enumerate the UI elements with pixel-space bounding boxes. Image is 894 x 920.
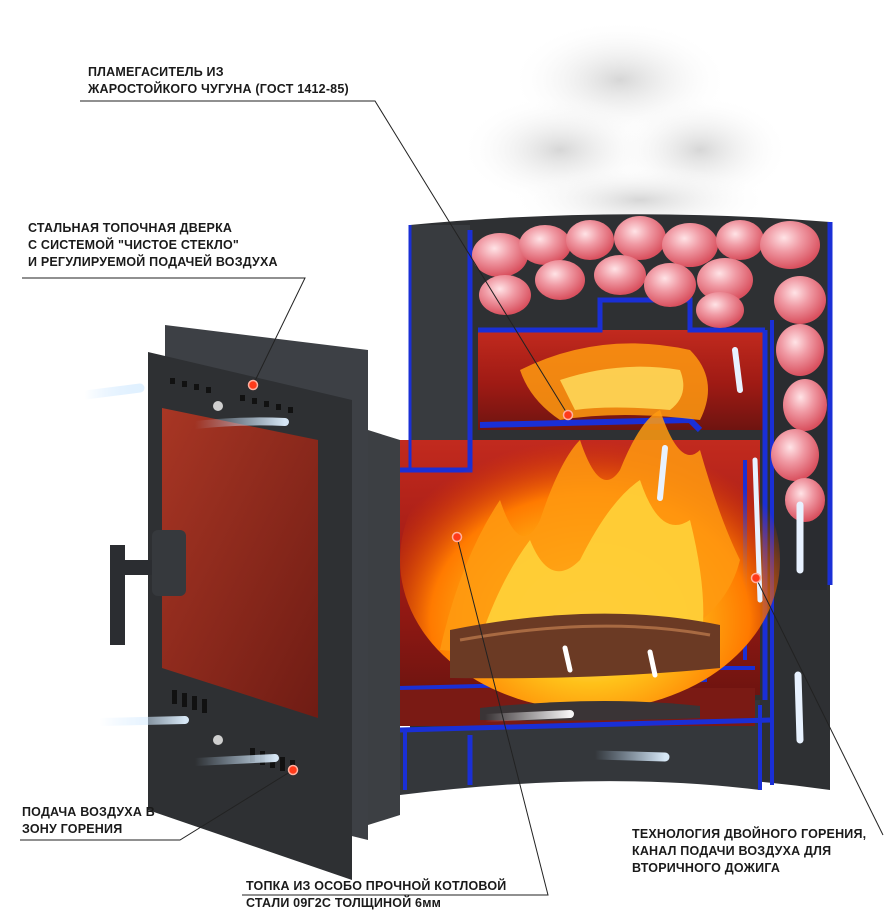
label-air-supply-line-2: ЗОНУ ГОРЕНИЯ xyxy=(22,822,123,836)
callout-markers xyxy=(247,379,762,776)
label-double-burn-line-1: ТЕХНОЛОГИЯ ДВОЙНОГО ГОРЕНИЯ, xyxy=(632,827,867,841)
steam xyxy=(460,20,790,235)
leader-door xyxy=(22,277,306,386)
label-double-burn-line-3: ВТОРИЧНОГО ДОЖИГА xyxy=(632,861,781,875)
leader-double-burn xyxy=(755,577,884,836)
label-door-line-1: СТАЛЬНАЯ ТОПОЧНАЯ ДВЕРКА xyxy=(28,221,233,235)
marker-door xyxy=(247,379,259,391)
label-double-burn: ТЕХНОЛОГИЯ ДВОЙНОГО ГОРЕНИЯ, КАНАЛ ПОДАЧ… xyxy=(632,826,866,877)
marker-air-supply xyxy=(287,764,299,776)
label-firebox: ТОПКА ИЗ ОСОБО ПРОЧНОЙ КОТЛОВОЙ СТАЛИ 09… xyxy=(246,878,506,912)
label-flame-damper-line-1: ПЛАМЕГАСИТЕЛЬ ИЗ xyxy=(88,65,224,79)
label-flame-damper-line-2: ЖАРОСТОЙКОГО ЧУГУНА (ГОСТ 1412-85) xyxy=(88,82,349,96)
leader-air-supply xyxy=(20,769,294,841)
label-door-line-2: С СИСТЕМОЙ "ЧИСТОЕ СТЕКЛО" xyxy=(28,238,239,252)
air-flow-arrows xyxy=(80,347,804,766)
sauna-stones xyxy=(472,216,827,522)
label-air-supply: ПОДАЧА ВОЗДУХА В ЗОНУ ГОРЕНИЯ xyxy=(22,804,155,838)
label-double-burn-line-2: КАНАЛ ПОДАЧИ ВОЗДУХА ДЛЯ xyxy=(632,844,832,858)
label-door-line-3: И РЕГУЛИРУЕМОЙ ПОДАЧЕЙ ВОЗДУХА xyxy=(28,255,278,269)
leader-lines xyxy=(20,100,884,896)
stove-door xyxy=(110,325,368,880)
label-firebox-line-1: ТОПКА ИЗ ОСОБО ПРОЧНОЙ КОТЛОВОЙ xyxy=(246,879,507,893)
label-flame-damper: ПЛАМЕГАСИТЕЛЬ ИЗ ЖАРОСТОЙКОГО ЧУГУНА (ГО… xyxy=(88,64,349,98)
marker-firebox xyxy=(451,531,463,543)
label-air-supply-line-1: ПОДАЧА ВОЗДУХА В xyxy=(22,805,155,819)
leader-firebox xyxy=(242,536,549,896)
leader-flame-damper xyxy=(80,100,569,416)
label-door: СТАЛЬНАЯ ТОПОЧНАЯ ДВЕРКА С СИСТЕМОЙ "ЧИС… xyxy=(28,220,278,271)
label-firebox-line-2: СТАЛИ 09Г2С ТОЛЩИНОЙ 6мм xyxy=(246,896,442,910)
marker-flame-damper xyxy=(562,409,574,421)
marker-double-burn xyxy=(750,572,762,584)
